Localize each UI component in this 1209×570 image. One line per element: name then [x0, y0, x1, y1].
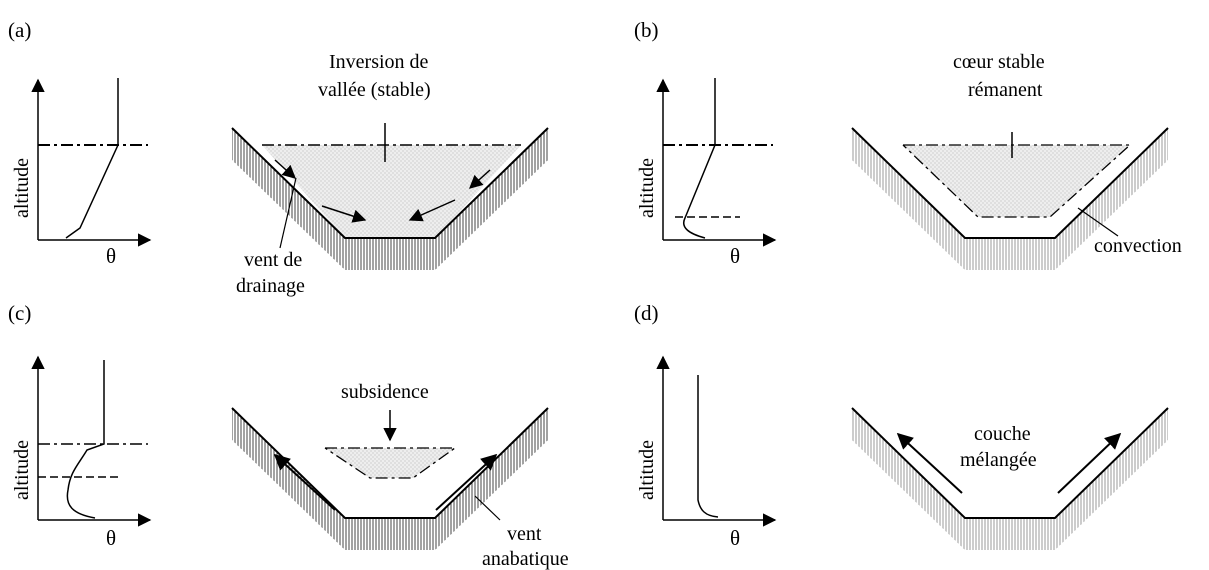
anabatic-pointer: [474, 495, 501, 521]
valley-surface: [851, 127, 1169, 239]
annotation: mélangée: [960, 449, 1037, 471]
x-axis-label: θ: [106, 244, 116, 268]
annotation: vallée (stable): [318, 79, 431, 101]
theta-profile: [697, 375, 719, 518]
stable-core-outline: [324, 447, 458, 479]
valley-ground: [852, 128, 1168, 270]
stable-layer: [262, 145, 521, 238]
panel-d-label: (d): [634, 301, 659, 325]
y-axis-label: altitude: [636, 440, 658, 500]
annotation: couche: [974, 423, 1031, 445]
convection-arrow: [1057, 432, 1122, 494]
panel-c-label: (c): [8, 301, 31, 325]
annotation: convection: [1094, 235, 1182, 257]
panel-a-profile: altitude θ: [11, 78, 152, 268]
annotation: subsidence: [341, 381, 429, 403]
convection-arrow: [896, 432, 963, 494]
panel-d: (d) altitude θ couche mélangée: [634, 301, 1169, 550]
x-axis-label: θ: [730, 244, 740, 268]
drainage-arrow: [321, 205, 367, 223]
theta-profile: [66, 360, 105, 519]
stable-core: [325, 448, 455, 478]
convection-pointer: [1077, 207, 1119, 237]
valley-ground: [852, 408, 1168, 550]
annotation: cœur stable: [953, 51, 1045, 73]
panel-a-valley: Inversion de vallée (stable) vent de dra…: [231, 51, 549, 297]
annotation: vent de: [244, 249, 302, 271]
theta-profile: [65, 78, 119, 239]
x-axis-label: θ: [730, 526, 740, 550]
panel-c-valley: subsidence vent anabatique: [231, 381, 569, 570]
panel-a: (a) altitude θ Inversion de vallée (stab…: [8, 18, 549, 297]
valley-surface: [231, 127, 549, 239]
panel-d-valley: couche mélangée: [851, 407, 1169, 550]
y-axis-label: altitude: [11, 158, 33, 218]
panel-d-profile: altitude θ: [636, 355, 777, 550]
y-axis-label: altitude: [636, 158, 658, 218]
theta-profile: [683, 78, 716, 239]
annotation: anabatique: [482, 548, 569, 570]
drainage-arrow: [408, 199, 456, 222]
annotation: drainage: [236, 275, 305, 297]
valley-surface: [851, 407, 1169, 519]
drainage-arrow: [274, 159, 297, 179]
valley-ground: [232, 128, 548, 270]
drainage-arrow: [468, 169, 491, 189]
panel-b-label: (b): [634, 18, 659, 42]
panel-b: (b) altitude θ cœur stable rémanent conv…: [634, 18, 1182, 270]
anabatic-arrow: [435, 453, 498, 511]
panel-b-valley: cœur stable rémanent convection: [851, 51, 1182, 270]
panel-b-profile: altitude θ: [636, 78, 777, 268]
x-axis-label: θ: [106, 526, 116, 550]
panel-a-label: (a): [8, 18, 31, 42]
anabatic-arrow: [273, 453, 336, 511]
valley-ground: [232, 408, 548, 550]
y-axis-label: altitude: [11, 440, 33, 500]
panel-c: (c) altitude θ subsidence vent anabatiqu…: [8, 301, 569, 570]
drainage-pointer: [279, 177, 297, 249]
panel-c-profile: altitude θ: [11, 355, 152, 550]
annotation: vent: [507, 523, 542, 545]
annotation: rémanent: [968, 79, 1043, 101]
annotation: Inversion de: [329, 51, 429, 73]
stable-core-outline: [902, 144, 1132, 218]
